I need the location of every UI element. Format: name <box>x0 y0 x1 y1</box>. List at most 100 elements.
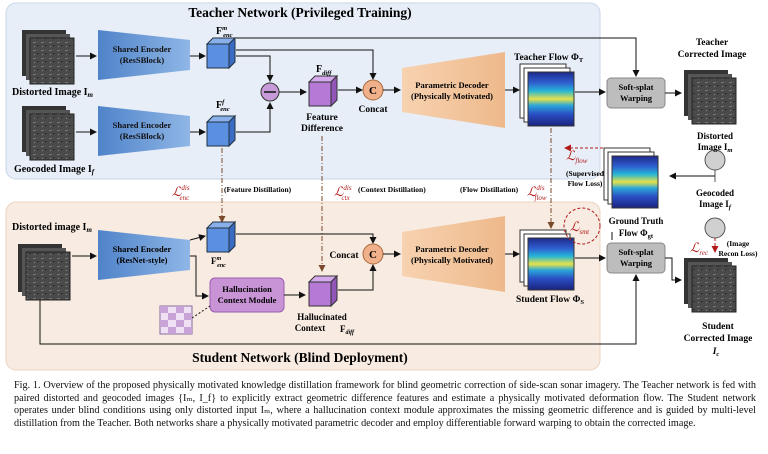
loss-rec-sub: rec <box>699 249 709 257</box>
gt-geocoded-sub: f <box>729 204 732 211</box>
teacher-panel <box>5 2 601 180</box>
student-decoder-line1: Parametric Decoder <box>415 244 489 254</box>
student-encoder: Shared Encoder (ResNet-style) <box>98 230 190 280</box>
svg-text:ℒrec: ℒrec <box>690 240 709 257</box>
gt-label-l1: Ground Truth <box>609 216 664 226</box>
loss-flowdist-sub: flow <box>535 194 547 202</box>
loss-smt-L: ℒ <box>570 219 580 234</box>
svg-text:Geocoded Image If: Geocoded Image If <box>14 164 95 176</box>
loss-rec-L: ℒ <box>690 240 700 255</box>
student-title: Student Network (Blind Deployment) <box>192 350 408 365</box>
teacher-fm-sub: enc <box>223 32 233 39</box>
teacher-feature-cube-m <box>205 36 237 70</box>
loss-enc-label: (Feature Distillation) <box>224 185 292 194</box>
teacher-title: Teacher Network (Privileged Training) <box>188 5 411 20</box>
teacher-feature-diff-l2: Difference <box>301 124 343 134</box>
student-hallu-ctx-l1: Hallucinated <box>297 312 347 322</box>
gt-geocoded-node <box>704 217 726 239</box>
student-output-l3-sub: c <box>716 351 719 358</box>
teacher-decoder: Parametric Decoder (Physically Motivated… <box>402 52 505 128</box>
loss-ctx-label: (Context Distillation) <box>358 185 426 194</box>
teacher-fdiff-sub: diff <box>322 70 332 77</box>
teacher-output-l2: Corrected Image <box>678 50 747 60</box>
student-encoder-line2: (ResNet-style) <box>117 255 168 265</box>
teacher-input1-label: Distorted Image I <box>12 87 88 98</box>
gt-label-l2: Flow Φ <box>619 228 648 238</box>
context-grid <box>159 305 193 335</box>
svg-text:Distorted image Im: Distorted image Im <box>12 222 92 234</box>
student-hallu-ctx-l2: Context <box>295 323 326 333</box>
teacher-concat-label: Concat <box>358 105 388 115</box>
hallucination-context-module: Hallucination Context Module <box>209 277 285 313</box>
student-fenc-sup: m <box>217 256 222 262</box>
loss-enc-L: ℒ <box>172 184 182 199</box>
hallu-line2: Context Module <box>218 295 277 305</box>
loss-flowdist-label: (Flow Distillation) <box>460 185 519 194</box>
loss-ctx-sub: ctx <box>342 194 351 202</box>
loss-flow-label-l1: (Supervised <box>566 169 605 178</box>
teacher-feature-diff-l1: Feature <box>306 113 337 123</box>
student-fenc-F: F <box>211 256 217 266</box>
loss-rec-label-l2: Recon Loss) <box>719 249 758 258</box>
gt-distorted-l2: Image I <box>698 142 728 152</box>
gt-distorted-node <box>704 149 726 171</box>
student-output-l3: I <box>712 347 717 357</box>
teacher-ff-F: F <box>216 100 222 111</box>
teacher-input2-label: Geocoded Image I <box>14 164 92 175</box>
teacher-encoder-1-line1: Shared Encoder <box>113 44 172 54</box>
student-flow-stack <box>519 229 575 291</box>
teacher-fm-sup: m <box>222 25 227 32</box>
loss-flowdist-L: ℒ <box>527 184 537 199</box>
loss-ctx-sup: dis <box>343 184 351 192</box>
teacher-input1-sub: m <box>88 91 94 99</box>
loss-flowdist-sup: dis <box>536 184 544 192</box>
gt-geocoded-l2: Image I <box>699 199 729 209</box>
gt-label-sub: gt <box>648 233 654 240</box>
student-input-distorted <box>18 244 71 301</box>
gt-distorted-sub: m <box>727 147 732 154</box>
svg-text:ℒsmt: ℒsmt <box>570 219 590 236</box>
teacher-feature-cube-f <box>205 114 237 148</box>
svg-text:Image Im: Image Im <box>698 142 733 154</box>
student-flow-label: Student Flow Φ <box>516 295 580 305</box>
teacher-decoder-line1: Parametric Decoder <box>415 80 489 90</box>
teacher-input2-sub: f <box>92 168 95 176</box>
teacher-output-image <box>684 70 737 125</box>
student-fdiff-cube <box>307 274 339 308</box>
svg-text:Distorted Image Im: Distorted Image Im <box>12 87 94 99</box>
teacher-input-geocoded <box>22 106 75 161</box>
student-warp-block: Soft-splat Warping <box>606 242 666 274</box>
student-fdiff-F: F <box>340 324 346 334</box>
ground-truth-flow-stack <box>603 147 659 209</box>
student-feature-cube <box>205 220 237 254</box>
student-encoder-line1: Shared Encoder <box>113 244 172 254</box>
svg-text:Fdiff: Fdiff <box>340 324 355 336</box>
teacher-decoder-line2: (Physically Motivated) <box>411 91 493 101</box>
svg-text:ℒflow: ℒflow <box>566 148 588 165</box>
svg-text:Teacher Flow ΦT: Teacher Flow ΦT <box>514 53 584 64</box>
teacher-warp-line2: Warping <box>620 93 653 103</box>
svg-text:Fdiff: Fdiff <box>316 64 332 77</box>
teacher-flow-sub: T <box>579 57 584 64</box>
teacher-fdiff-F: F <box>316 64 322 75</box>
framework-diagram: Teacher Network (Privileged Training) St… <box>5 2 758 371</box>
student-input-sub: m <box>86 226 92 234</box>
student-input-label: Distorted image I <box>12 222 87 233</box>
loss-rec-label-l1: (Image <box>727 239 750 248</box>
student-flow-sub: S <box>580 299 584 306</box>
teacher-warp-block: Soft-splat Warping <box>606 77 666 109</box>
student-panel <box>5 201 601 371</box>
figure-caption: Fig. 1. Overview of the proposed physica… <box>14 380 756 429</box>
teacher-input-distorted <box>22 30 75 85</box>
teacher-encoder-1: Shared Encoder (ResSBlock) <box>98 30 190 80</box>
teacher-output-l1: Teacher <box>696 38 729 48</box>
svg-text:Flow Φgt: Flow Φgt <box>619 228 654 240</box>
loss-smt-sub: smt <box>579 228 590 236</box>
student-output-image <box>684 258 737 313</box>
hallu-line1: Hallucination <box>222 284 272 294</box>
